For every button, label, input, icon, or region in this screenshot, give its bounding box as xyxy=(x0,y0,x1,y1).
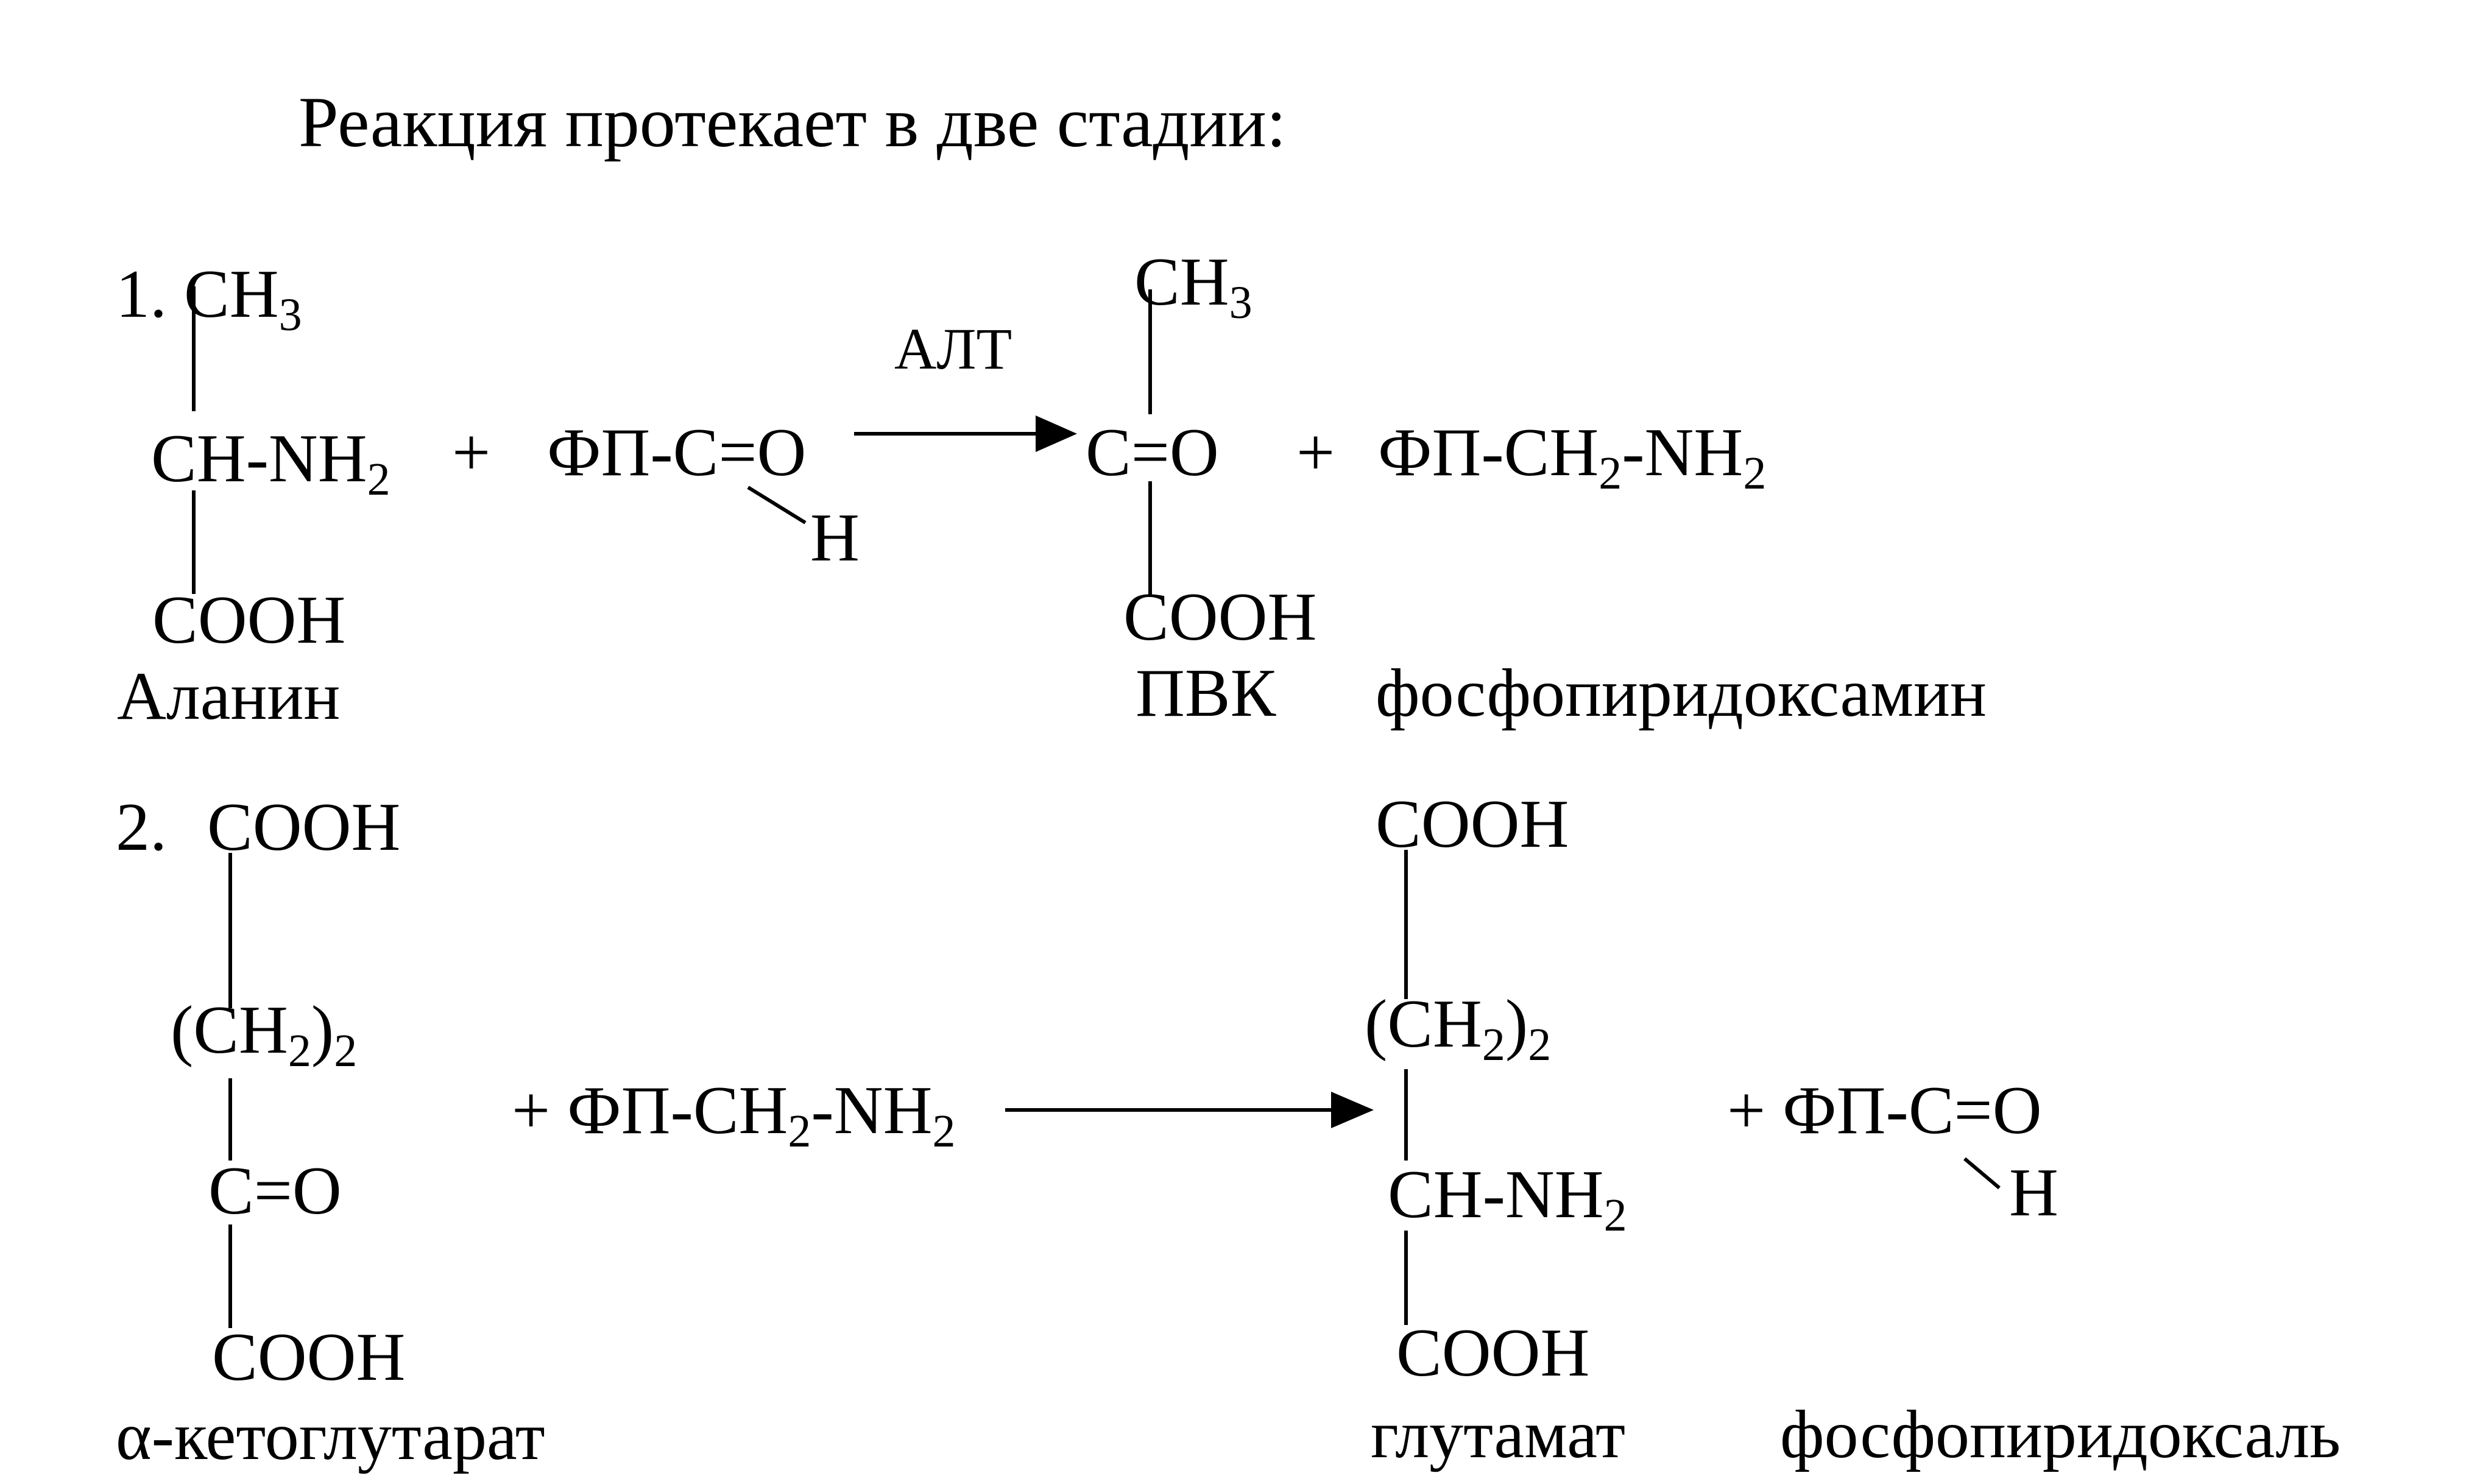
fp-aldehyde-product-h: H xyxy=(2009,1155,2058,1231)
stage-1-plus-1: + xyxy=(452,415,490,490)
alanine-ch3: CH3 xyxy=(184,256,302,341)
alanine-structure: CH3 CH-NH2 COOH Аланин xyxy=(117,256,390,734)
ketoglutarate-ch2: (CH2)2 xyxy=(171,992,357,1076)
stage-2: 2. COOH (CH2)2 C=O COOH α-кетоглутарат +… xyxy=(116,786,2341,1474)
stage-2-fp-aldehyde: + ФП-C=O H фосфопиридоксаль xyxy=(1727,1073,2341,1472)
fp-aldehyde-structure: ФП-C=O H xyxy=(547,415,860,576)
pvk-ch3: CH3 xyxy=(1134,244,1252,328)
stage-1-arrow: АЛТ xyxy=(854,316,1077,452)
stage-1-plus-2: + xyxy=(1296,415,1335,490)
fp-amine-structure: ФП-CH2-NH2 фосфопиридоксамин xyxy=(1376,415,1987,731)
alanine-cooh: COOH xyxy=(152,582,345,658)
stage-1: 1. CH3 CH-NH2 COOH Аланин + ФП-C=O H АЛТ xyxy=(116,244,1987,734)
pvk-c-o: C=O xyxy=(1086,415,1219,490)
fp-aldehyde-h-bond xyxy=(747,486,807,525)
stage-2-number: 2. xyxy=(116,790,167,865)
glutamate-ch2: (CH2)2 xyxy=(1365,986,1551,1070)
glutamate-structure: COOH (CH2)2 CH-NH2 COOH глутамат xyxy=(1365,786,1627,1472)
fp-aldehyde-product-h-bond xyxy=(1963,1157,2001,1190)
fp-aldehyde-formula: ФП-C=O xyxy=(547,415,806,490)
ketoglutarate-cooh-top: COOH xyxy=(207,790,400,865)
arrow-head-2-icon xyxy=(1331,1092,1374,1128)
fp-aldehyde-product-formula: + ФП-C=O xyxy=(1727,1073,2042,1148)
heading: Реакция протекает в две стадии: xyxy=(299,82,1287,162)
stage-2-fp-amine: + ФП-CH2-NH2 xyxy=(512,1073,955,1157)
glutamate-cooh-top: COOH xyxy=(1376,786,1569,862)
fp-aldehyde-h: H xyxy=(810,500,860,576)
stage-1-number: 1. xyxy=(116,256,167,332)
ketoglutarate-structure: COOH (CH2)2 C=O COOH α-кетоглутарат xyxy=(116,790,545,1474)
alanine-ch-nh2: CH-NH2 xyxy=(151,421,390,505)
stage-2-arrow xyxy=(1005,1092,1374,1128)
fp-amine-formula: ФП-CH2-NH2 xyxy=(1378,415,1766,499)
ketoglutarate-cooh-bottom: COOH xyxy=(212,1320,405,1395)
fp-aldehyde-product-name: фосфопиридоксаль xyxy=(1780,1397,2341,1472)
ketoglutarate-c-o: C=O xyxy=(208,1153,342,1229)
pvk-structure: CH3 C=O COOH ПВК xyxy=(1086,244,1316,731)
glutamate-cooh-bottom: COOH xyxy=(1396,1315,1589,1391)
arrow-head-icon xyxy=(1036,415,1077,452)
glutamate-name: глутамат xyxy=(1371,1397,1625,1472)
enzyme-label: АЛТ xyxy=(894,316,1012,381)
glutamate-ch-nh2: CH-NH2 xyxy=(1388,1157,1627,1241)
pvk-name: ПВК xyxy=(1136,655,1277,731)
alanine-name: Аланин xyxy=(117,659,340,734)
pvk-cooh: COOH xyxy=(1123,579,1316,655)
fp-amine-name: фосфопиридоксамин xyxy=(1376,655,1987,731)
ketoglutarate-name: α-кетоглутарат xyxy=(116,1399,545,1474)
